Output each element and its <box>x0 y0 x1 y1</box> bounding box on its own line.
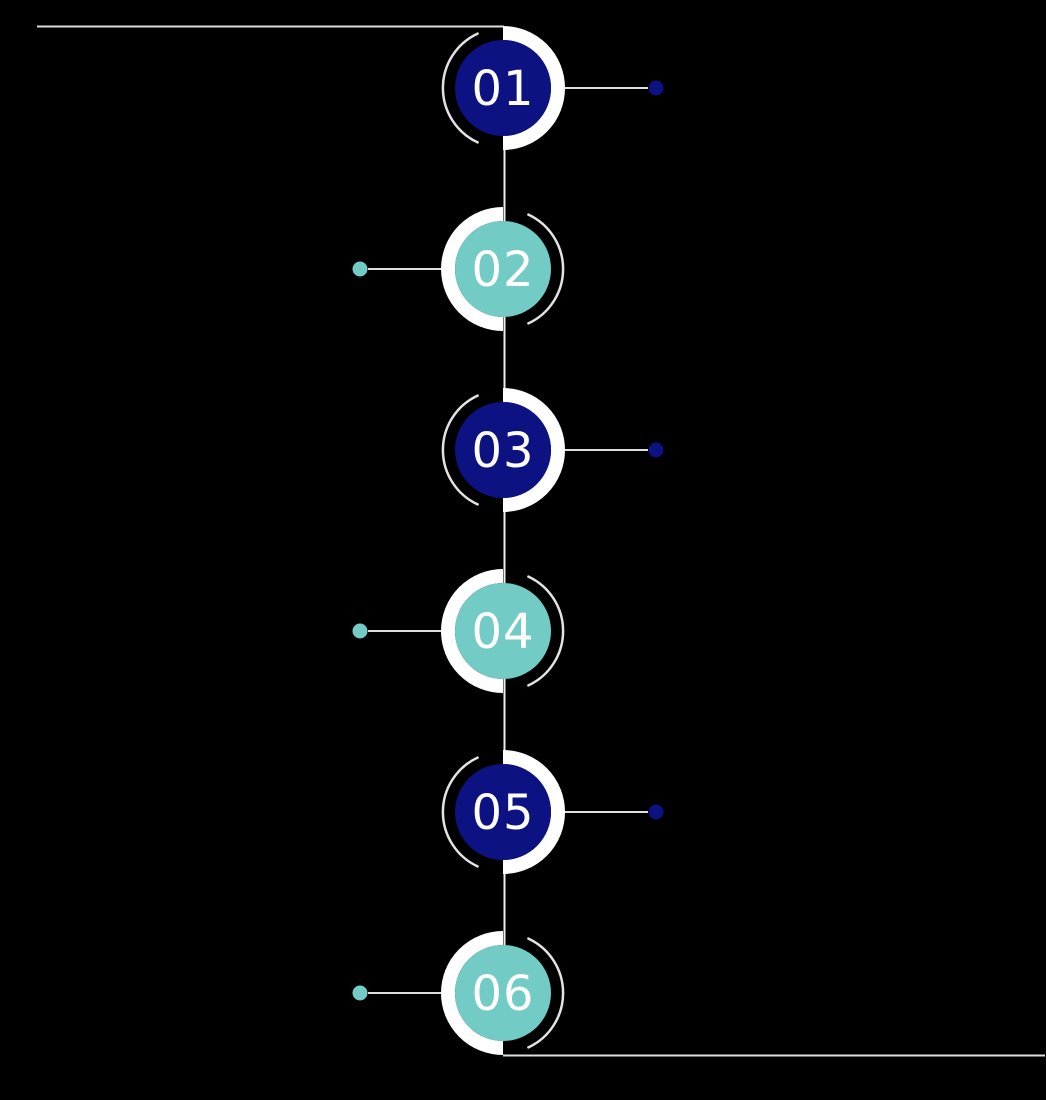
half-ring-left <box>441 207 504 331</box>
connector-dot <box>648 804 664 820</box>
timeline-step-04: 04 <box>352 569 565 693</box>
accent-arc-left <box>441 756 479 868</box>
step-circle <box>455 221 551 317</box>
half-ring-right <box>502 750 565 874</box>
step-number-label: 06 <box>471 966 534 1022</box>
accent-arc-left <box>441 32 479 144</box>
connector-dot <box>352 623 368 639</box>
step-circle <box>455 402 551 498</box>
step-circle <box>455 583 551 679</box>
step-circle <box>455 40 551 136</box>
timeline-step-05: 05 <box>441 750 664 874</box>
half-ring-right <box>502 26 565 150</box>
connector-dot <box>352 261 368 277</box>
connector-dot <box>648 442 664 458</box>
step-circle <box>455 945 551 1041</box>
accent-arc-right <box>527 213 565 325</box>
accent-arc-right <box>527 937 565 1049</box>
step-number-label: 01 <box>471 61 534 117</box>
step-number-label: 02 <box>471 242 534 298</box>
timeline-step-06: 06 <box>352 931 565 1055</box>
half-ring-left <box>441 569 504 693</box>
timeline-step-02: 02 <box>352 207 565 331</box>
half-ring-left <box>441 931 504 1055</box>
timeline-step-01: 01 <box>441 26 664 150</box>
connector-dot <box>352 985 368 1001</box>
step-circle <box>455 764 551 860</box>
half-ring-right <box>502 388 565 512</box>
accent-arc-left <box>441 394 479 506</box>
connector-dot <box>648 80 664 96</box>
step-number-label: 04 <box>471 604 534 660</box>
accent-arc-right <box>527 575 565 687</box>
step-number-label: 03 <box>471 423 534 479</box>
step-number-label: 05 <box>471 785 534 841</box>
timeline-step-03: 03 <box>441 388 664 512</box>
